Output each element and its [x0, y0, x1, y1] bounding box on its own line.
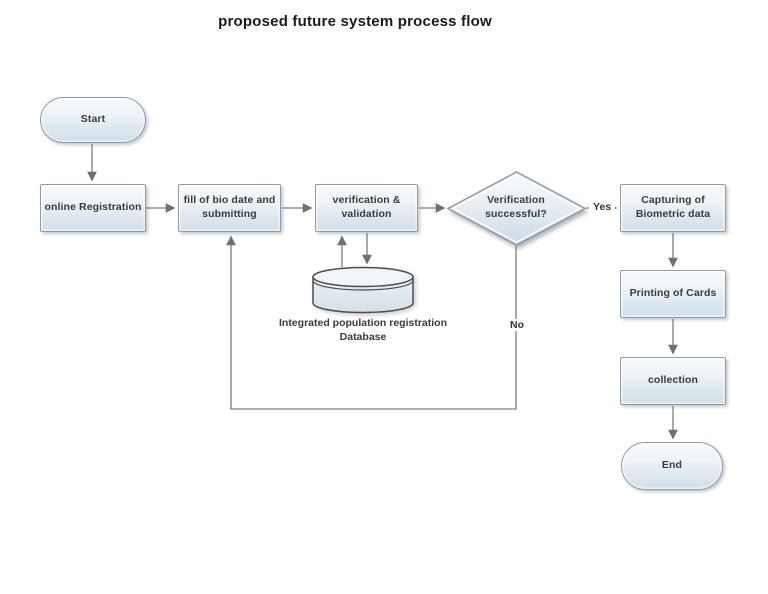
node-fill-bio-data-label: fill of bio date and submitting: [183, 194, 276, 220]
database-cylinder-shape: [312, 266, 414, 314]
database-label: Integrated population registration Datab…: [278, 317, 447, 343]
decision-diamond-shape: [446, 171, 587, 246]
node-start-label: Start: [80, 113, 106, 126]
node-capturing-biometric-label: Capturing of Biometric data: [635, 194, 711, 220]
node-printing-cards: Printing of Cards: [620, 270, 726, 318]
edge-label-no: No: [504, 319, 530, 331]
node-fill-bio-data: fill of bio date and submitting: [178, 184, 281, 232]
node-end: End: [621, 442, 723, 490]
node-collection: collection: [620, 357, 726, 405]
node-online-registration: online Registration: [40, 184, 146, 232]
node-printing-cards-label: Printing of Cards: [629, 287, 717, 300]
node-collection-label: collection: [647, 374, 698, 387]
node-verification-validation: verification & validation: [315, 184, 418, 232]
node-start: Start: [40, 97, 146, 143]
diagram-title: proposed future system process flow: [218, 13, 492, 30]
edge-label-yes: Yes: [589, 201, 615, 213]
node-verification-validation-label: verification & validation: [332, 194, 401, 220]
node-decision-label: Verification successful?: [485, 194, 547, 220]
node-end-label: End: [661, 459, 683, 472]
node-capturing-biometric: Capturing of Biometric data: [620, 184, 726, 232]
node-online-registration-label: online Registration: [44, 201, 142, 214]
